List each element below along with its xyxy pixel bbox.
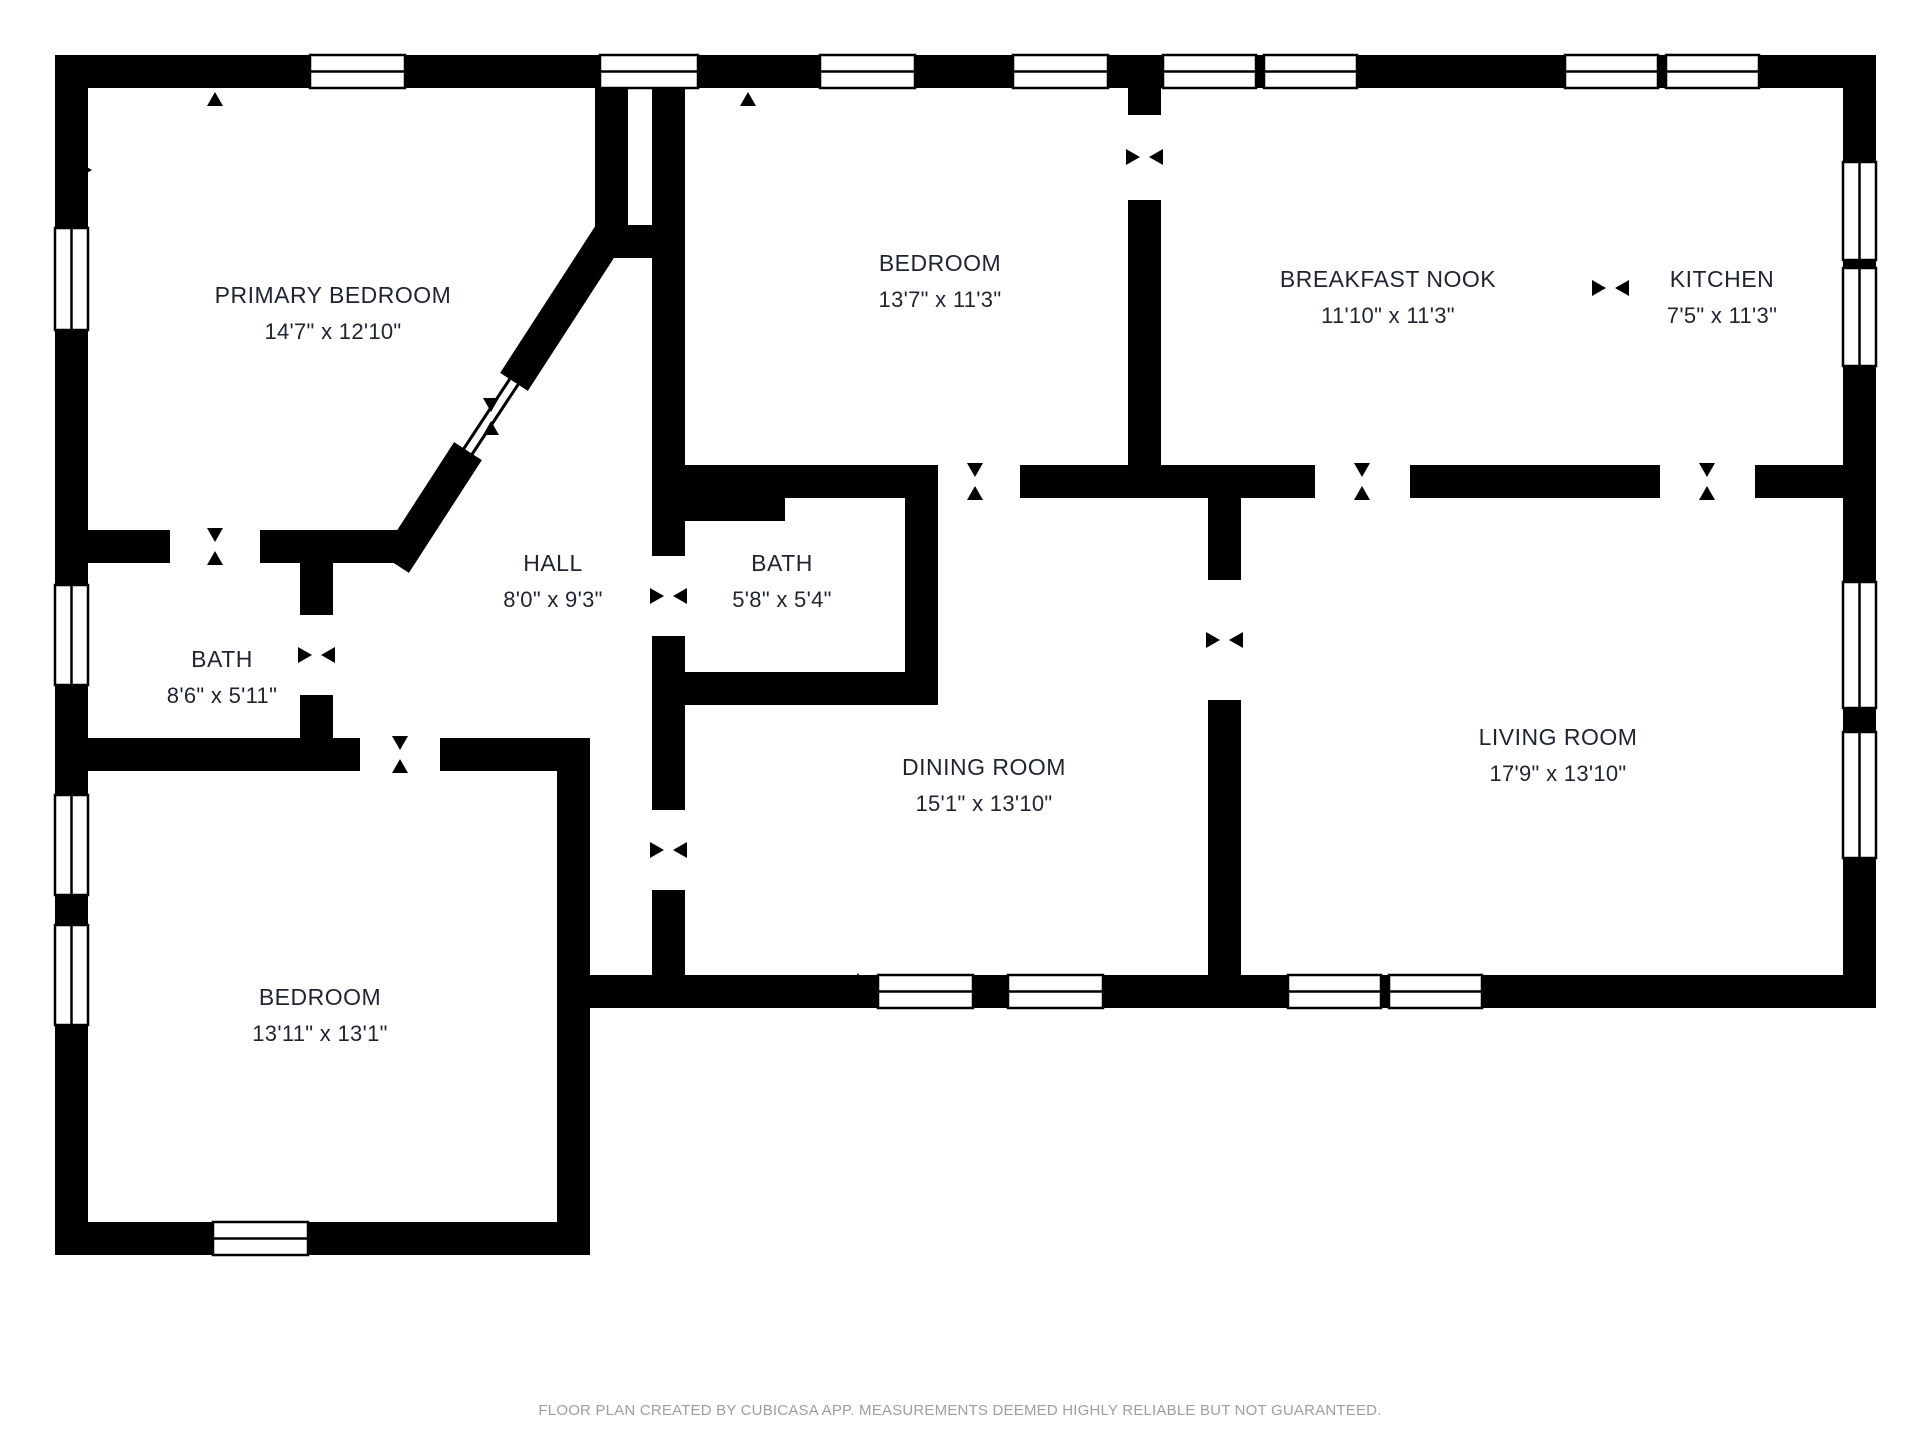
wall-segment	[652, 88, 685, 498]
window	[211, 1220, 310, 1257]
window	[53, 226, 90, 332]
room-dims-bedroom-bottom: 13'11" x 13'1"	[252, 1021, 387, 1046]
wall-segment	[55, 1222, 590, 1255]
window	[1841, 730, 1878, 860]
footer-disclaimer: FLOOR PLAN CREATED BY CUBICASA APP. MEAS…	[538, 1402, 1382, 1419]
wall-segment	[652, 465, 930, 498]
door-arrow-icon	[1126, 149, 1140, 165]
window	[308, 53, 407, 90]
door-arrow-icon	[298, 647, 312, 663]
room-dims-bedroom-top: 13'7" x 11'3"	[879, 287, 1002, 312]
wall-segment	[260, 530, 410, 563]
wall-segment	[55, 530, 170, 563]
door-arrow-icon	[1206, 632, 1220, 648]
wall-segment	[905, 465, 938, 705]
room-label-bedroom-bottom: BEDROOM	[259, 984, 381, 1010]
window	[53, 793, 90, 897]
door-arrow-icon	[392, 759, 408, 773]
window	[1387, 973, 1484, 1010]
door-arrow-icon	[1592, 280, 1606, 296]
room-dims-dining-room: 15'1" x 13'10"	[915, 791, 1052, 816]
window	[598, 53, 700, 90]
wall-segment	[300, 530, 333, 615]
door-arrow-icon	[392, 736, 408, 750]
door-arrow-icon	[1615, 280, 1629, 296]
door-arrow-icon	[673, 588, 687, 604]
window	[1006, 973, 1105, 1010]
door-arrow-icon	[967, 486, 983, 500]
window	[1841, 160, 1878, 262]
door-arrow-icon	[650, 588, 664, 604]
window	[53, 583, 90, 687]
door-arrow-icon	[207, 551, 223, 565]
door-arrow-icon	[1699, 463, 1715, 477]
wall-segment	[595, 88, 628, 225]
wall-segment	[1128, 200, 1161, 498]
wall-tick-icon	[740, 92, 756, 106]
room-label-kitchen: KITCHEN	[1670, 266, 1774, 292]
window	[1841, 266, 1878, 368]
room-label-layer: PRIMARY BEDROOM 14'7" x 12'10" BEDROOM 1…	[167, 250, 1777, 1046]
window-layer	[53, 53, 1878, 1257]
door-arrow-icon	[1354, 486, 1370, 500]
wall-segment	[652, 498, 685, 556]
wall-segment	[440, 738, 590, 771]
door-arrow-icon	[483, 421, 499, 435]
room-label-hall: HALL	[523, 550, 583, 576]
window	[876, 973, 975, 1010]
room-dims-kitchen: 7'5" x 11'3"	[1667, 303, 1777, 328]
door-arrow-icon	[1149, 149, 1163, 165]
window	[818, 53, 917, 90]
door-arrow-icon	[1354, 463, 1370, 477]
door-arrow-icon	[207, 528, 223, 542]
room-label-bedroom-top: BEDROOM	[879, 250, 1001, 276]
window	[1161, 53, 1258, 90]
door-arrow-icon	[483, 398, 499, 412]
room-label-breakfast-nook: BREAKFAST NOOK	[1280, 266, 1496, 292]
wall-segment	[381, 442, 482, 573]
window	[1262, 53, 1359, 90]
window	[1841, 580, 1878, 710]
room-dims-primary-bedroom: 14'7" x 12'10"	[264, 319, 401, 344]
room-dims-bath-left: 8'6" x 5'11"	[167, 683, 277, 708]
wall-segment	[55, 738, 360, 771]
room-label-living-room: LIVING ROOM	[1479, 724, 1638, 750]
room-dims-breakfast-nook: 11'10" x 11'3"	[1321, 303, 1455, 328]
window	[1286, 973, 1383, 1010]
door-arrow-icon	[967, 463, 983, 477]
window	[1664, 53, 1761, 90]
room-label-primary-bedroom: PRIMARY BEDROOM	[215, 282, 452, 308]
wall-segment	[652, 636, 685, 672]
room-dims-hall: 8'0" x 9'3"	[503, 587, 603, 612]
room-label-bath-center: BATH	[751, 550, 813, 576]
door-leaf-line	[461, 370, 529, 469]
wall-segment	[1128, 88, 1161, 115]
door-arrow-icon	[1229, 632, 1243, 648]
window	[53, 923, 90, 1027]
wall-segment	[1410, 465, 1660, 498]
door-arrow-icon	[1699, 486, 1715, 500]
wall-tick-icon	[207, 92, 223, 106]
wall-segment	[557, 738, 590, 1255]
door-arrow-icon	[321, 647, 335, 663]
door-arrow-icon	[650, 842, 664, 858]
wall-segment	[1020, 465, 1315, 498]
wall-segment	[652, 705, 685, 810]
room-dims-bath-center: 5'8" x 5'4"	[732, 587, 832, 612]
wall-segment	[652, 890, 685, 975]
wall-segment	[500, 223, 625, 391]
window	[1011, 53, 1110, 90]
room-label-bath-left: BATH	[191, 646, 253, 672]
door-leaf-line	[453, 364, 521, 463]
room-label-dining-room: DINING ROOM	[902, 754, 1066, 780]
wall-segment	[1208, 498, 1241, 580]
room-dims-living-room: 17'9" x 13'10"	[1489, 761, 1626, 786]
window	[1563, 53, 1660, 90]
wall-segment	[1755, 465, 1876, 498]
wall-segment	[652, 672, 938, 705]
wall-segment	[1208, 700, 1241, 1008]
door-arrow-icon	[673, 842, 687, 858]
